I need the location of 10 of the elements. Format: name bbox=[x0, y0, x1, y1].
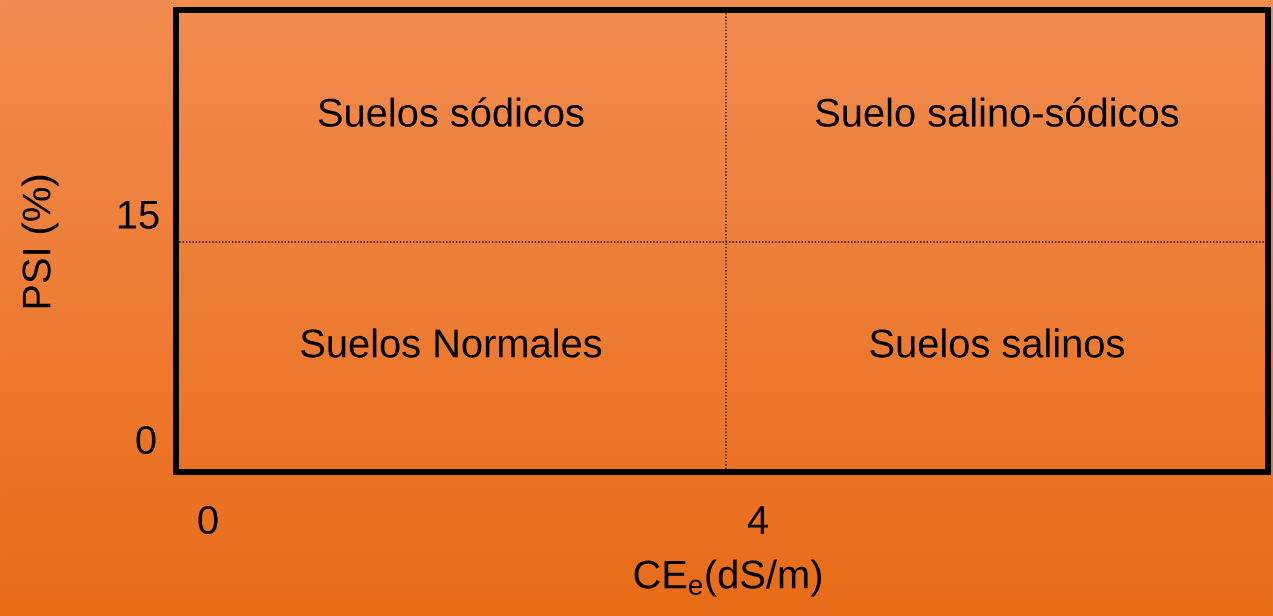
tick-label: 4 bbox=[747, 506, 768, 534]
quadrant-label: Suelos sódicos bbox=[318, 97, 584, 127]
quadrant-label: Suelo salino-sódicos bbox=[816, 97, 1179, 127]
axis-title: PSI (%) bbox=[21, 175, 59, 308]
axis-title: CE$_{e}$(dS/m) bbox=[634, 559, 821, 597]
tick-label: 15 bbox=[118, 201, 159, 229]
tick-label: 0 bbox=[136, 425, 156, 455]
quadrant-label: Suelos salinos bbox=[870, 328, 1124, 358]
quadrant-label: Suelos Normales bbox=[301, 328, 602, 358]
tick-label: 0 bbox=[198, 505, 218, 535]
